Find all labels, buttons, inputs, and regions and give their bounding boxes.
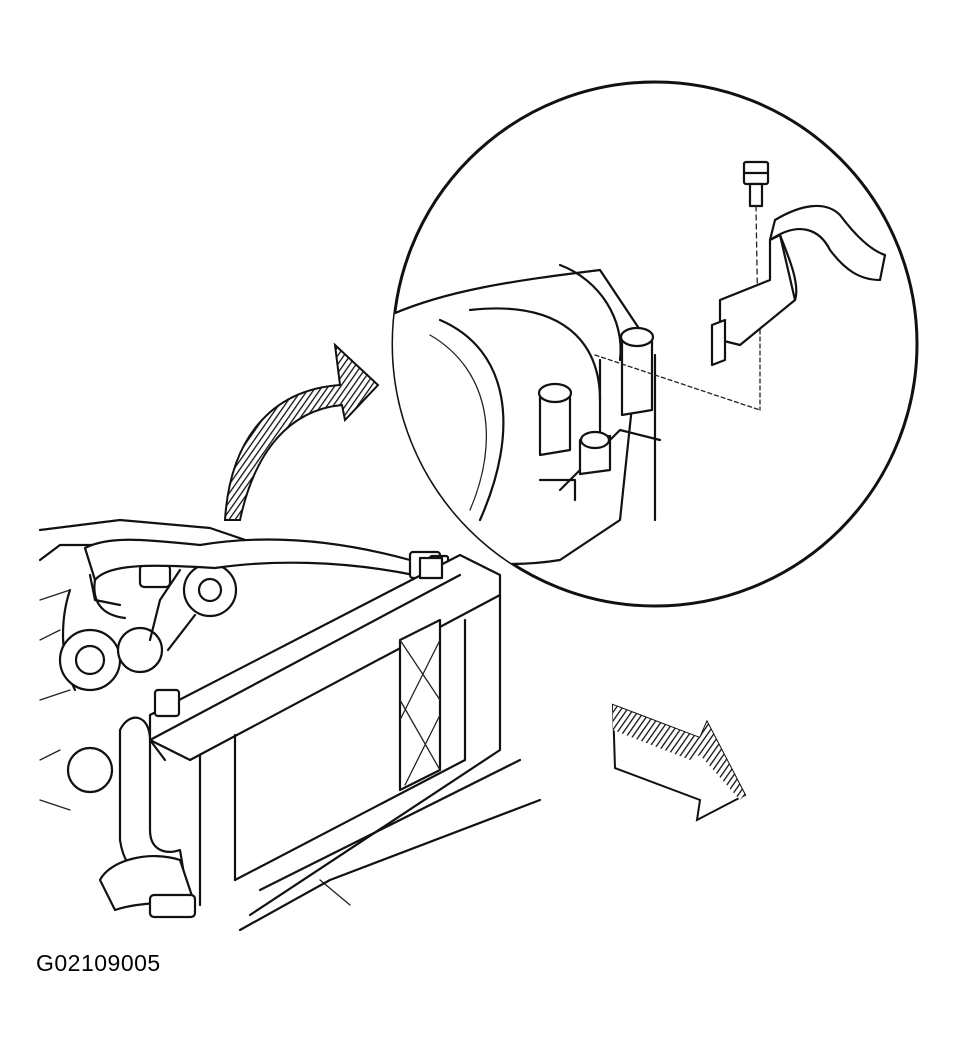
engine-radiator-view [38, 518, 542, 932]
radiator-bracket [710, 204, 887, 367]
bracket-location-mark [418, 556, 444, 580]
forward-direction-arrow [611, 703, 747, 822]
lower-radiator-hose [66, 688, 197, 919]
callout-arrow [223, 342, 380, 521]
figure-code: G02109005 [36, 950, 161, 976]
detail-magnifier [391, 80, 919, 608]
radiator-frame [148, 553, 542, 932]
engine-block [38, 518, 262, 811]
